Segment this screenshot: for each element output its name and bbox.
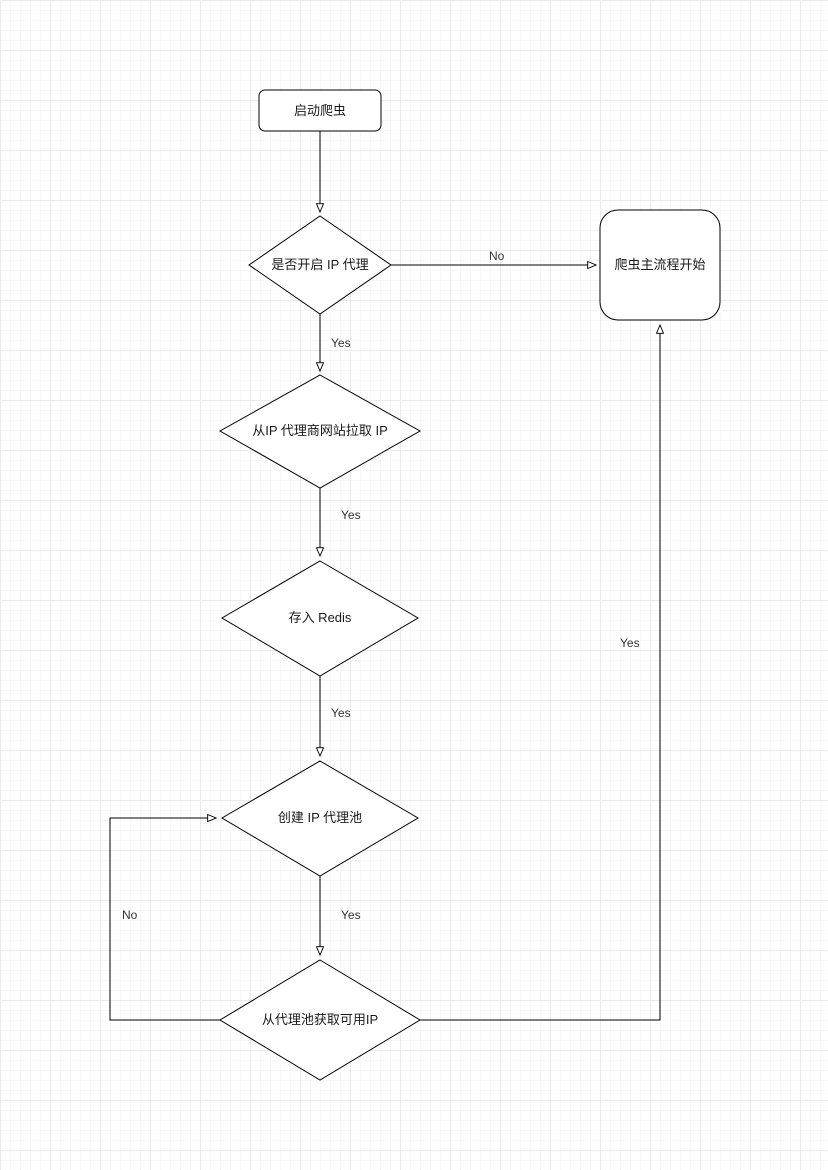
get-available-ip-shape[interactable] — [219, 959, 421, 1081]
edge-label-decision-yes: Yes — [331, 336, 351, 350]
decision-enable-proxy-label: 是否开启 IP 代理 — [271, 257, 368, 272]
node-decision-enable-proxy[interactable]: 是否开启 IP 代理 — [248, 215, 392, 315]
pull-ip-shape[interactable] — [218, 374, 422, 489]
node-start[interactable]: 启动爬虫 — [258, 89, 382, 132]
create-pool-shape[interactable] — [221, 760, 419, 877]
pull-ip-label: 从IP 代理商网站拉取 IP — [252, 423, 388, 438]
edge-label-redis-yes: Yes — [331, 706, 351, 720]
store-redis-shape[interactable] — [221, 560, 419, 677]
node-main-process[interactable]: 爬虫主流程开始 — [599, 209, 721, 321]
get-available-ip-label: 从代理池获取可用IP — [262, 1012, 378, 1027]
create-pool-label: 创建 IP 代理池 — [278, 810, 362, 825]
main-process-shape[interactable] — [599, 209, 721, 321]
node-get-available-ip[interactable]: 从代理池获取可用IP — [219, 959, 421, 1081]
edge-labels: No Yes Yes Yes Yes Yes No — [122, 249, 640, 922]
edge-get-to-pool[interactable] — [109, 818, 220, 1021]
node-create-pool[interactable]: 创建 IP 代理池 — [221, 760, 419, 877]
edge-label-return-no: No — [122, 908, 138, 922]
edge-label-return-yes: Yes — [620, 636, 640, 650]
edge-label-pool-yes: Yes — [341, 908, 361, 922]
edge-label-decision-no: No — [489, 249, 505, 263]
start-label: 启动爬虫 — [294, 103, 346, 118]
node-store-redis[interactable]: 存入 Redis — [221, 560, 419, 677]
start-shape[interactable] — [258, 89, 382, 132]
store-redis-label: 存入 Redis — [289, 610, 352, 625]
edge-get-to-main[interactable] — [420, 325, 660, 1021]
edges — [109, 131, 660, 1021]
decision-enable-proxy-shape[interactable] — [248, 215, 392, 315]
edge-label-pull-yes: Yes — [341, 508, 361, 522]
main-process-label: 爬虫主流程开始 — [614, 257, 705, 272]
node-pull-ip[interactable]: 从IP 代理商网站拉取 IP — [218, 374, 422, 489]
